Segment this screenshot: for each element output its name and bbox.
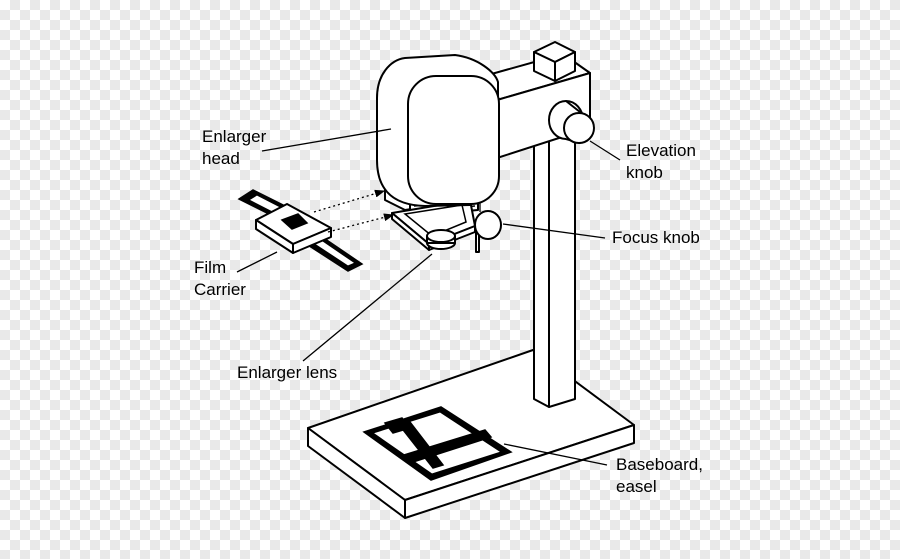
label-elevation-knob: Elevation knob xyxy=(626,141,696,182)
easel xyxy=(362,406,513,481)
leader-enlarger-lens xyxy=(302,253,433,362)
leader-baseboard xyxy=(503,443,608,466)
leader-enlarger-head xyxy=(261,128,392,152)
label-focus-knob: Focus knob xyxy=(612,228,700,247)
film-carrier xyxy=(237,189,364,272)
leader-focus-knob xyxy=(502,223,606,239)
leader-elevation-knob xyxy=(589,140,621,161)
label-baseboard-easel: Baseboard, easel xyxy=(616,455,703,496)
enlarger-head xyxy=(376,54,500,207)
focus-knob xyxy=(474,210,502,253)
leader-film-carrier xyxy=(236,251,278,273)
insert-arrow-upper xyxy=(313,189,386,213)
enlarger-lens xyxy=(426,229,456,250)
label-film-carrier: Film Carrier xyxy=(194,258,246,299)
elevation-knob xyxy=(548,100,595,144)
label-enlarger-lens: Enlarger lens xyxy=(237,363,338,382)
insert-arrow-lower xyxy=(327,213,395,233)
column xyxy=(533,127,576,408)
top-cap xyxy=(533,41,576,82)
label-enlarger-head: Enlarger head xyxy=(202,127,267,168)
